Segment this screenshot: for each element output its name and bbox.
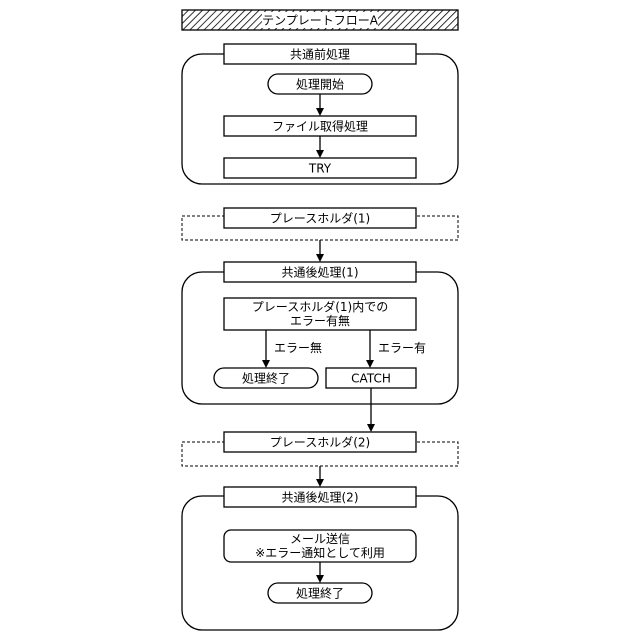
common-post2-header: 共通後処理(2) (224, 487, 416, 507)
try-box: TRY (224, 158, 416, 178)
placeholder1-box: プレースホルダ(1) (224, 208, 416, 228)
arrow-head (316, 575, 324, 583)
error-check-box: プレースホルダ(1)内での エラー有無 (224, 298, 416, 330)
svg-text:共通後処理(2): 共通後処理(2) (282, 491, 359, 505)
start-terminator: 処理開始 (268, 74, 372, 94)
title-text: テンプレートフローA (262, 14, 379, 28)
arrow-head (316, 479, 324, 487)
svg-text:TRY: TRY (308, 162, 332, 176)
svg-text:プレースホルダ(1): プレースホルダ(1) (270, 211, 370, 226)
svg-text:ファイル取得処理: ファイル取得処理 (272, 119, 368, 134)
common-post1-header: 共通後処理(1) (224, 262, 416, 282)
arrow-head (262, 360, 270, 368)
svg-text:共通前処理: 共通前処理 (290, 47, 350, 62)
svg-text:メール送信: メール送信 (290, 531, 350, 546)
arrow-head (316, 150, 324, 158)
svg-text:プレースホルダ(1)内での: プレースホルダ(1)内での (252, 299, 388, 314)
svg-text:処理終了: 処理終了 (242, 371, 290, 386)
no-error-label: エラー無 (274, 340, 322, 355)
catch-box: CATCH (326, 368, 416, 388)
end1-terminator: 処理終了 (214, 368, 318, 388)
end2-terminator: 処理終了 (268, 583, 372, 603)
arrow-head (316, 108, 324, 116)
title-bar: テンプレートフローA (182, 10, 458, 30)
arrow-head (316, 254, 324, 262)
svg-text:エラー有無: エラー有無 (290, 313, 350, 328)
svg-text:処理開始: 処理開始 (296, 78, 344, 92)
send-mail-box: メール送信 ※エラー通知として利用 (224, 530, 416, 562)
svg-text:処理終了: 処理終了 (296, 586, 344, 601)
svg-text:共通後処理(1): 共通後処理(1) (282, 266, 359, 280)
svg-text:プレースホルダ(2): プレースホルダ(2) (270, 435, 370, 450)
has-error-label: エラー有 (378, 341, 426, 355)
arrow-head (366, 360, 374, 368)
arrow-head (367, 424, 375, 432)
svg-text:※エラー通知として利用: ※エラー通知として利用 (255, 546, 385, 560)
get-file-box: ファイル取得処理 (224, 116, 416, 136)
common-pre-header: 共通前処理 (224, 44, 416, 64)
placeholder2-box: プレースホルダ(2) (224, 432, 416, 452)
svg-text:CATCH: CATCH (351, 372, 391, 386)
